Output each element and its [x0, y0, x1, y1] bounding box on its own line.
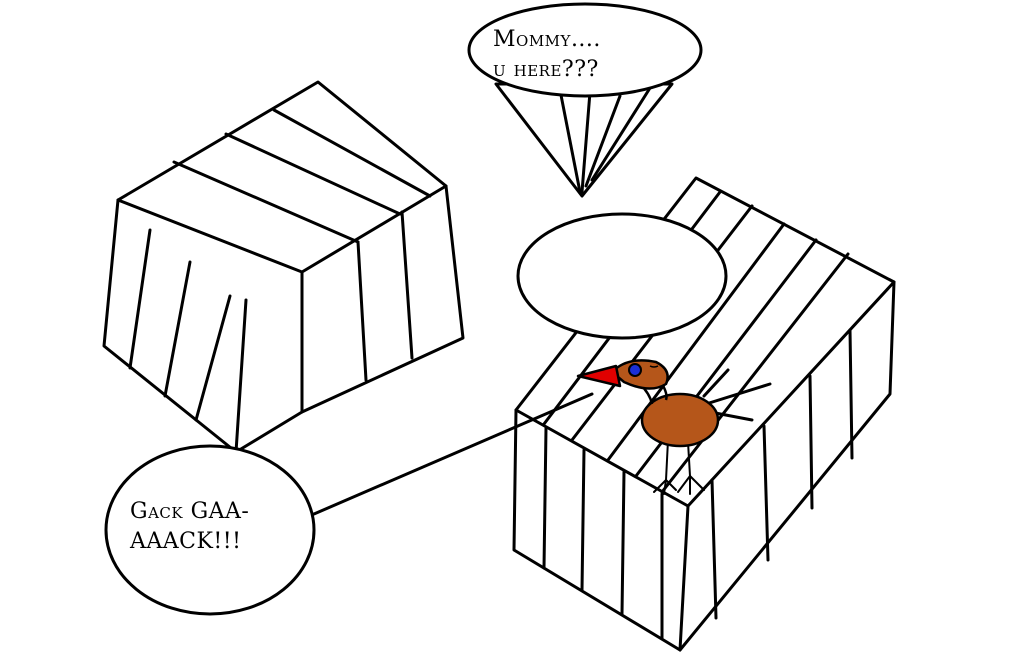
gack-text-line2: AAACK!!!	[129, 529, 241, 554]
gack-speech-bubble: Gack GAA- AAACK!!!	[104, 392, 594, 616]
bird-eye	[628, 363, 642, 377]
bird-beak	[576, 364, 622, 388]
bird-body	[640, 392, 720, 448]
baby-bird	[576, 359, 772, 495]
mommy-speech-bubble: Mommy.... u here???	[467, 2, 703, 198]
mommy-text-line2: u here???	[493, 57, 599, 82]
empty-bubble	[516, 212, 728, 340]
left-crate	[102, 80, 465, 454]
bird-legs	[653, 439, 705, 495]
mommy-text-line1: Mommy....	[493, 27, 601, 52]
gack-text-line1: Gack GAA-	[130, 499, 249, 524]
